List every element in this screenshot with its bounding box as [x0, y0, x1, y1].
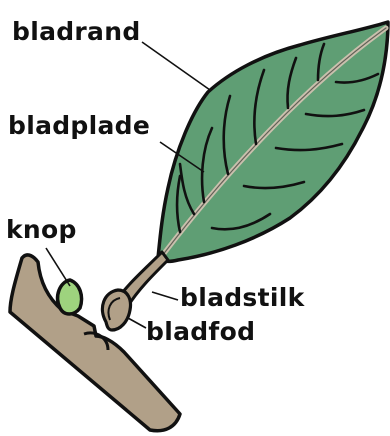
label-leaf-base: bladfod: [146, 317, 255, 346]
leader-bladstilk: [152, 292, 178, 300]
leaf-blade: [158, 22, 388, 261]
label-petiole: bladstilk: [180, 283, 306, 312]
leader-knop: [46, 248, 70, 286]
leader-bladfod: [128, 318, 146, 328]
leader-bladrand: [142, 42, 210, 90]
label-leaf-margin: bladrand: [12, 17, 141, 46]
leaf-base: [102, 290, 130, 330]
label-leaf-blade: bladplade: [8, 111, 150, 140]
label-bud: knop: [6, 215, 77, 244]
